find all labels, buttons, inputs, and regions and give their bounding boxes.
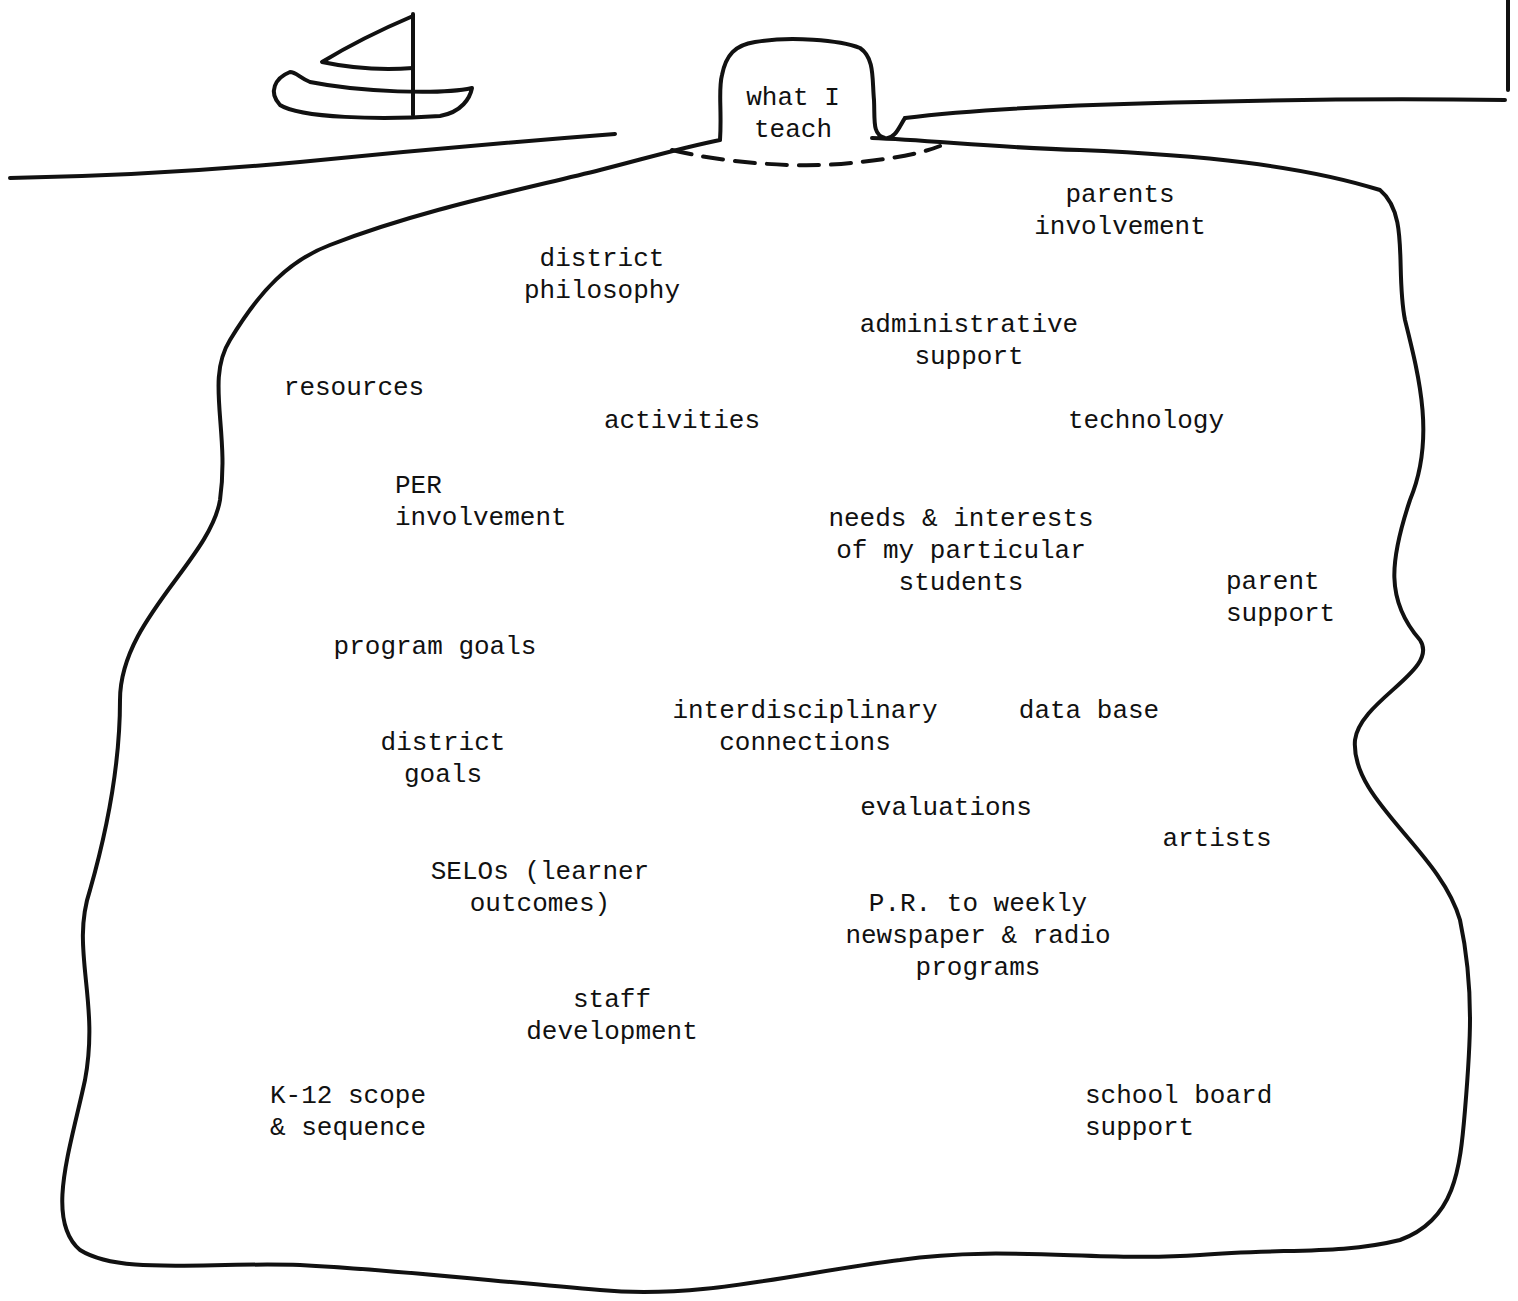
factor-label: evaluations [856,792,1035,824]
factor-label: technology [1064,405,1228,437]
factor-label: parents involvement [1030,179,1209,243]
iceberg-outline [62,39,1470,1292]
boat-mast [411,14,415,115]
factor-label: needs & interests of my particular stude… [824,503,1097,599]
factor-label: activities [600,405,764,437]
boat-sail [322,16,413,69]
factor-label: PER involvement [395,470,574,534]
edge-mark [1506,0,1510,90]
factor-label: district goals [377,727,510,791]
factor-label: interdisciplinary connections [668,695,941,759]
factor-label: P.R. to weekly newspaper & radio program… [841,888,1114,984]
iceberg-body: parents involvement district philosophy ad… [60,140,1480,1295]
water-line [10,134,615,178]
factor-label: data base [1015,695,1163,727]
boat-hull [274,72,472,118]
factor-label: SELOs (learner outcomes) [396,856,685,920]
factor-label: staff development [522,984,701,1048]
factor-label: resources [280,372,428,404]
factor-label: K-12 scope & sequence [270,1080,434,1144]
factor-label: school board support [1085,1080,1280,1144]
factor-label: district philosophy [520,243,684,307]
tip-waterline [672,146,940,165]
factor-label: program goals [330,631,541,663]
tip-label: what I teach [742,82,843,146]
factor-label: artists [1158,823,1275,855]
water-line [905,99,1505,118]
factor-label: parent support [1226,566,1343,630]
factor-label: administrative support [856,309,1082,373]
iceberg-tip: what I teach [718,38,878,152]
